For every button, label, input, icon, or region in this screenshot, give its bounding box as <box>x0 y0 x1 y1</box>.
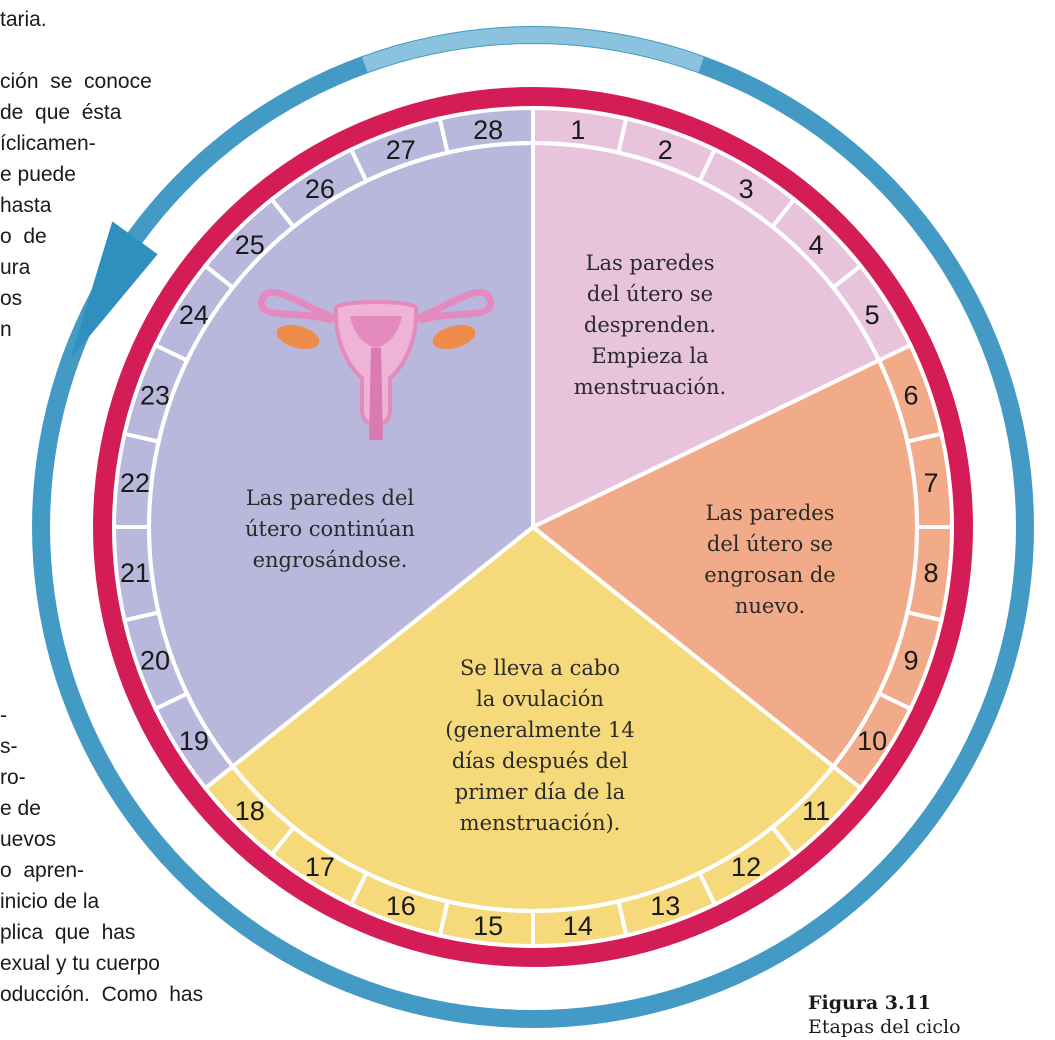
phase-label-line: del útero se <box>587 282 713 306</box>
text-top-line: ción se conoce <box>0 70 152 93</box>
phase-label: Se lleva a cabo la ovulación (generalmente… <box>445 656 634 835</box>
phase-label-line: nuevo. <box>735 594 805 618</box>
day-label: 28 <box>473 115 503 145</box>
day-label: 19 <box>179 726 209 756</box>
day-label: 15 <box>473 911 503 941</box>
phase-label-line: desprenden. <box>584 313 716 337</box>
text-bottom-line: uevos <box>0 828 57 851</box>
cycle-arrow-tail <box>362 26 704 73</box>
text-bottom-line: - <box>0 704 7 727</box>
outer-ring-band <box>93 87 973 967</box>
text-top-line: hasta <box>0 194 52 217</box>
figure-number: Figura 3.11 <box>808 992 932 1014</box>
text-top-line: íclicamen- <box>0 132 96 155</box>
day-label: 3 <box>739 174 754 204</box>
day-label: 22 <box>120 468 150 498</box>
day-label: 1 <box>570 115 585 145</box>
text-top-line: o de <box>0 225 47 248</box>
phase-label-line: engrosándose. <box>253 548 408 572</box>
phase-label-line: la ovulación <box>476 687 604 711</box>
phase-label-line: (generalmente 14 <box>445 718 634 742</box>
day-label: 12 <box>731 852 761 882</box>
phase-label-line: Las paredes <box>706 501 835 525</box>
day-label: 4 <box>809 230 824 260</box>
text-bottom-line: inicio de la <box>0 890 100 913</box>
background-text-top: taria. ción se conoce de que ésta íclicame… <box>0 4 152 345</box>
day-ring: 1234567891011121314151617181920212223242… <box>111 105 955 949</box>
background-text-bottom: - s-ro-e de uevos o apren-inicio de la plica… <box>0 700 203 1010</box>
phase-label: Las paredes del útero se desprenden. Empiez… <box>574 251 727 399</box>
day-label: 2 <box>658 135 673 165</box>
text-bottom-line: plica que has <box>0 921 136 944</box>
phase-label: Las paredes del útero continúan engrosándo… <box>245 486 415 572</box>
phase-label-line: del útero se <box>707 532 833 556</box>
phase-label-line: días después del <box>452 749 628 773</box>
text-top-line: n <box>0 318 12 341</box>
text-top-line: ura <box>0 256 31 279</box>
text-top-line: e puede <box>0 163 76 186</box>
text-top-line: de que ésta <box>0 101 122 124</box>
day-label: 9 <box>904 645 919 675</box>
day-ring-inner-edge <box>147 141 919 913</box>
phase-label-line: Las paredes <box>586 251 715 275</box>
text-top-line: os <box>0 287 23 310</box>
uterus-cavity <box>350 316 402 348</box>
phase-label-line: Empieza la <box>591 344 708 368</box>
day-label: 24 <box>179 300 209 330</box>
day-label: 10 <box>857 726 887 756</box>
left-ovary <box>276 324 320 350</box>
uterus-icon <box>257 288 495 440</box>
phase-label-line: útero continúan <box>245 517 415 541</box>
phase-label-line: menstruación. <box>574 375 727 399</box>
figure-caption: Figura 3.11 Etapas del ciclo <box>808 990 961 1040</box>
phase-label-line: primer día de la <box>455 780 625 804</box>
phase-label: Las paredes del útero se engrosan de nuevo. <box>704 501 835 618</box>
day-label: 11 <box>802 796 830 826</box>
phase-label-line: menstruación). <box>460 811 621 835</box>
figure-subtitle: Etapas del ciclo <box>808 1016 961 1038</box>
text-bottom-line: s- <box>0 735 18 758</box>
cycle-arrow <box>31 25 1035 1029</box>
phase-label-line: Las paredes del <box>246 486 415 510</box>
day-label: 20 <box>140 645 170 675</box>
day-label: 16 <box>386 891 416 921</box>
day-label: 13 <box>650 891 680 921</box>
text-bottom-line: ro- <box>0 766 26 789</box>
text-bottom-line: exual y tu cuerpo <box>0 952 160 975</box>
cervix-vagina <box>369 348 383 440</box>
right-fallopian-tube <box>384 288 495 334</box>
text-bottom-line: o apren- <box>0 859 85 882</box>
text-bottom-line: oducción. Como has <box>0 983 204 1006</box>
text-bottom-line: e de <box>0 797 41 820</box>
day-label: 5 <box>865 300 880 330</box>
day-label: 8 <box>923 558 938 588</box>
cycle-arrowhead <box>70 221 158 359</box>
day-label: 27 <box>386 135 416 165</box>
left-fallopian-tube <box>257 288 369 334</box>
day-label: 17 <box>305 852 335 882</box>
day-label: 14 <box>563 911 593 941</box>
day-label: 21 <box>120 558 150 588</box>
phase-labels: Las paredes del útero se desprenden. Empiez… <box>245 251 836 835</box>
phase-label-line: Se lleva a cabo <box>460 656 620 680</box>
day-label: 7 <box>923 468 938 498</box>
text-top-line: taria. <box>0 8 47 31</box>
right-ovary <box>432 324 476 350</box>
day-label: 18 <box>235 796 265 826</box>
phase-label-line: engrosan de <box>704 563 835 587</box>
day-label: 6 <box>904 381 919 411</box>
day-label: 23 <box>140 381 170 411</box>
